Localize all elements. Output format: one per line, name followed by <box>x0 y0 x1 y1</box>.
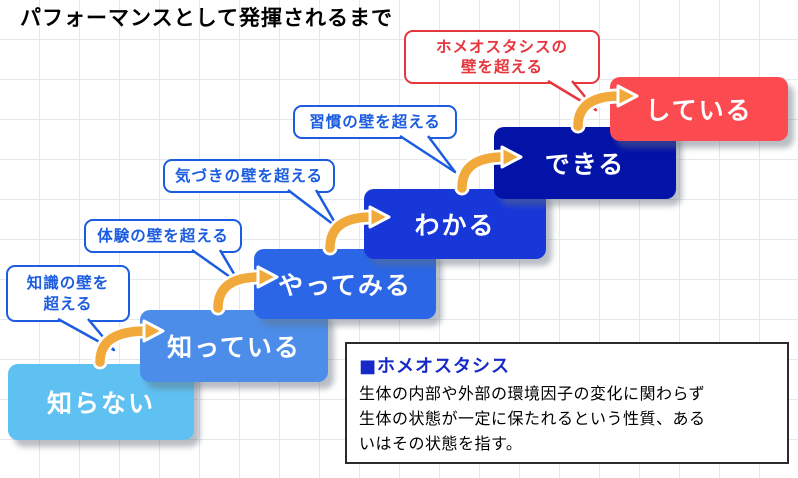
page-title: パフォーマンスとして発揮されるまで <box>20 6 393 30</box>
callout-label: 知識の壁を 超える <box>26 274 110 313</box>
callout-tail <box>547 79 598 112</box>
callout-tail <box>191 248 242 286</box>
step-label: 知らない <box>46 389 155 418</box>
step-label: している <box>645 96 753 125</box>
callout-habit-wall: 習慣の壁を超える <box>293 105 457 139</box>
step-can-do: できる <box>494 127 676 199</box>
step-label: 知っている <box>167 333 301 362</box>
step-label: わかる <box>414 211 496 240</box>
step-doing: している <box>610 77 788 141</box>
step-understand: わかる <box>364 189 546 259</box>
step-label: やってみる <box>278 271 412 300</box>
callout-awareness-wall: 気づきの壁を超える <box>163 159 335 193</box>
callout-experience-wall: 体験の壁を超える <box>84 219 242 253</box>
callout-tail <box>399 134 457 174</box>
callout-label: ホメオスタシスの 壁を超える <box>435 37 568 76</box>
callout-label: 習慣の壁を超える <box>309 112 441 131</box>
step-try: やってみる <box>254 249 436 319</box>
info-box: ■ホメオスタシス 生体の内部や外部の環境因子の変化に関わらず 生体の状態が一定に… <box>345 342 789 464</box>
step-label: できる <box>544 150 626 179</box>
callout-label: 気づきの壁を超える <box>174 166 324 185</box>
callout-label: 体験の壁を超える <box>97 226 229 245</box>
callout-tail <box>57 317 116 352</box>
callout-tail <box>287 189 340 230</box>
step-know: 知っている <box>140 310 328 382</box>
info-box-title: ■ホメオスタシス <box>359 356 511 377</box>
callout-homeostasis-wall: ホメオスタシスの 壁を超える <box>404 30 600 84</box>
callout-knowledge-wall: 知識の壁を 超える <box>6 265 130 322</box>
info-box-body: 生体の内部や外部の環境因子の変化に関わらず 生体の状態が一定に保たれるという性質… <box>359 384 706 453</box>
